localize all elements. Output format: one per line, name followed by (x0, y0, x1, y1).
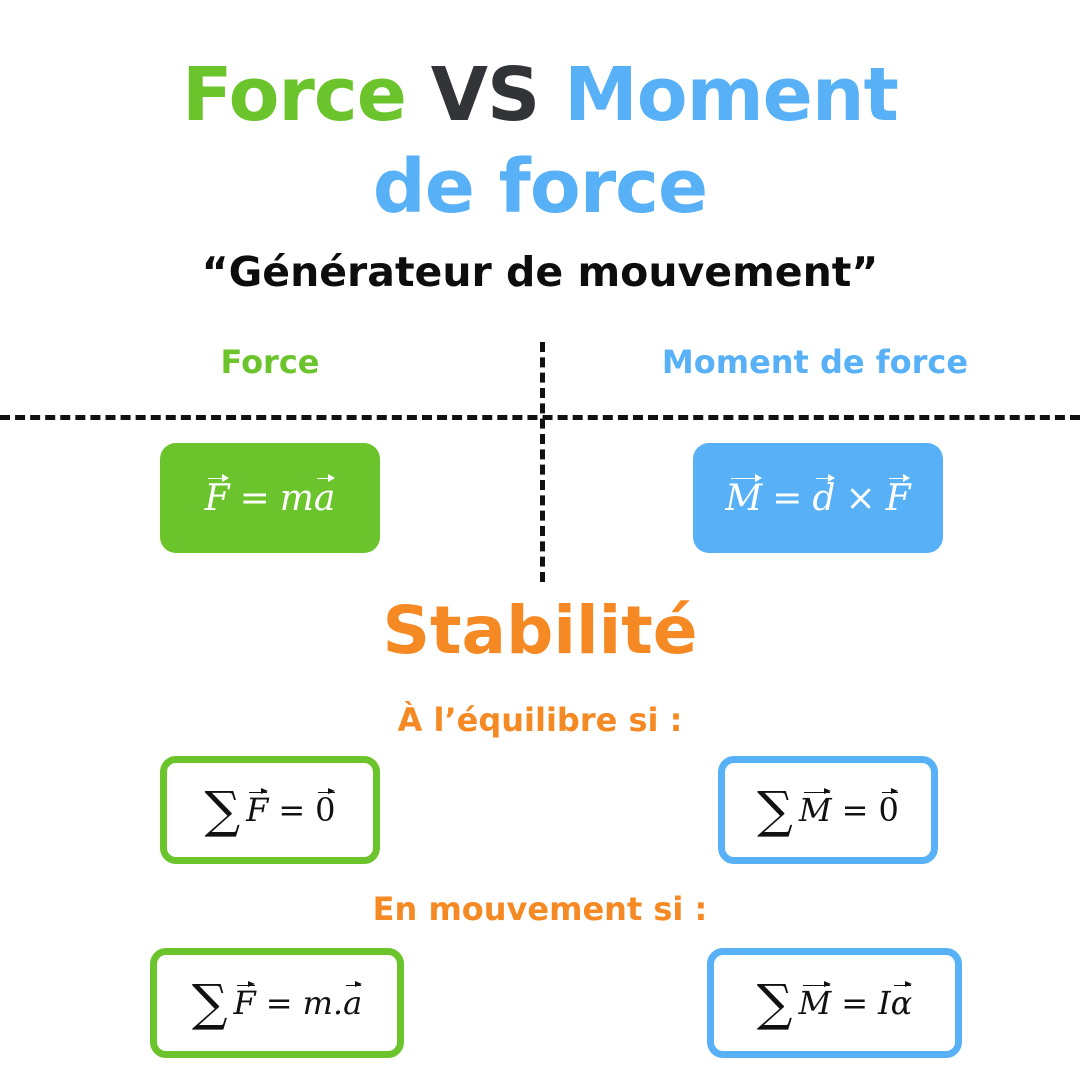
sum-symbol: ∑ (191, 974, 228, 1032)
sum-symbol: ∑ (204, 781, 241, 839)
moment-vector: M (725, 473, 763, 519)
motion-moment-formula: ∑ M = I α (707, 948, 962, 1058)
zero-vector: 0 (315, 787, 336, 829)
motion-force-formula: ∑ F = m. a (150, 948, 404, 1058)
column-heading-moment: Moment de force (661, 343, 969, 381)
title-word-moment: Moment (564, 52, 899, 138)
title-word-force: Force (182, 52, 407, 138)
vertical-dashed-divider (540, 342, 545, 582)
moment-vector: M (798, 787, 832, 829)
sum-symbol: ∑ (756, 974, 793, 1032)
moment-law-formula: M = d × F (693, 443, 943, 553)
equilibrium-force-formula: ∑ F = 0 (160, 756, 380, 864)
moment-vector: M (798, 980, 832, 1022)
angular-acceleration-vector: α (890, 980, 913, 1022)
equilibrium-label: À l’équilibre si : (397, 701, 683, 739)
mass-symbol: m. (302, 984, 344, 1022)
force-vector: F (204, 473, 230, 519)
acceleration-vector: a (313, 473, 336, 519)
page-title-line-2: de force (372, 144, 709, 230)
stability-heading: Stabilité (382, 592, 698, 669)
page-title-line-1: Force VS Moment (0, 58, 1080, 132)
zero-vector: 0 (878, 787, 899, 829)
subtitle: “Générateur de mouvement” (201, 248, 879, 296)
motion-label: En mouvement si : (372, 890, 708, 928)
mass-symbol: m (279, 477, 314, 519)
acceleration-vector: a (343, 980, 363, 1022)
force-vector: F (246, 787, 269, 829)
distance-vector: d (812, 473, 836, 519)
sum-symbol: ∑ (757, 781, 793, 839)
force-vector: F (233, 980, 256, 1022)
title-word-vs: VS (430, 52, 541, 138)
cross-product-symbol: × (845, 477, 876, 519)
force-vector: F (885, 473, 911, 519)
column-heading-force: Force (220, 343, 320, 381)
equilibrium-moment-formula: ∑ M = 0 (718, 756, 938, 864)
force-law-formula: F = m a (160, 443, 380, 553)
inertia-symbol: I (878, 984, 891, 1022)
